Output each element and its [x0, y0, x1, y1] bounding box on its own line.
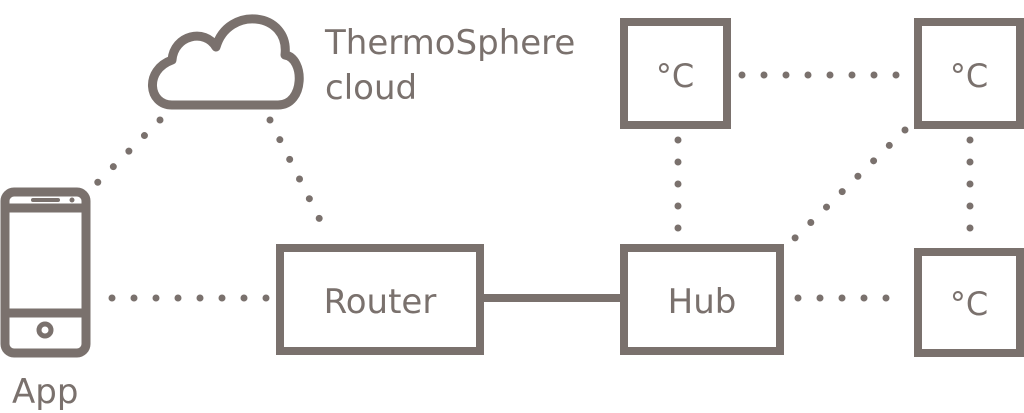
sensor-box-3: [914, 248, 1024, 357]
phone-icon: [0, 187, 91, 358]
connection-cloud-router: [266, 116, 329, 234]
cloud-label-line2: cloud: [325, 68, 417, 108]
connection-cloud-phone: [91, 116, 164, 189]
sensor-label-2: °C: [950, 57, 988, 95]
connections: [91, 71, 974, 302]
sensor-box-1: [620, 18, 731, 129]
router-box: [276, 244, 484, 355]
sensor-label-1: °C: [656, 57, 694, 95]
sensor-label-3: °C: [950, 285, 988, 323]
router-label: Router: [324, 282, 437, 322]
sensor-box-2: [914, 18, 1024, 129]
connection-hub-sensor-2: [791, 126, 909, 242]
cloud-label-line1: ThermoSphere: [324, 23, 575, 63]
hub-label: Hub: [668, 282, 737, 322]
app-label: App: [12, 372, 78, 412]
cloud-icon: [148, 14, 304, 110]
hub-box: [620, 244, 784, 355]
